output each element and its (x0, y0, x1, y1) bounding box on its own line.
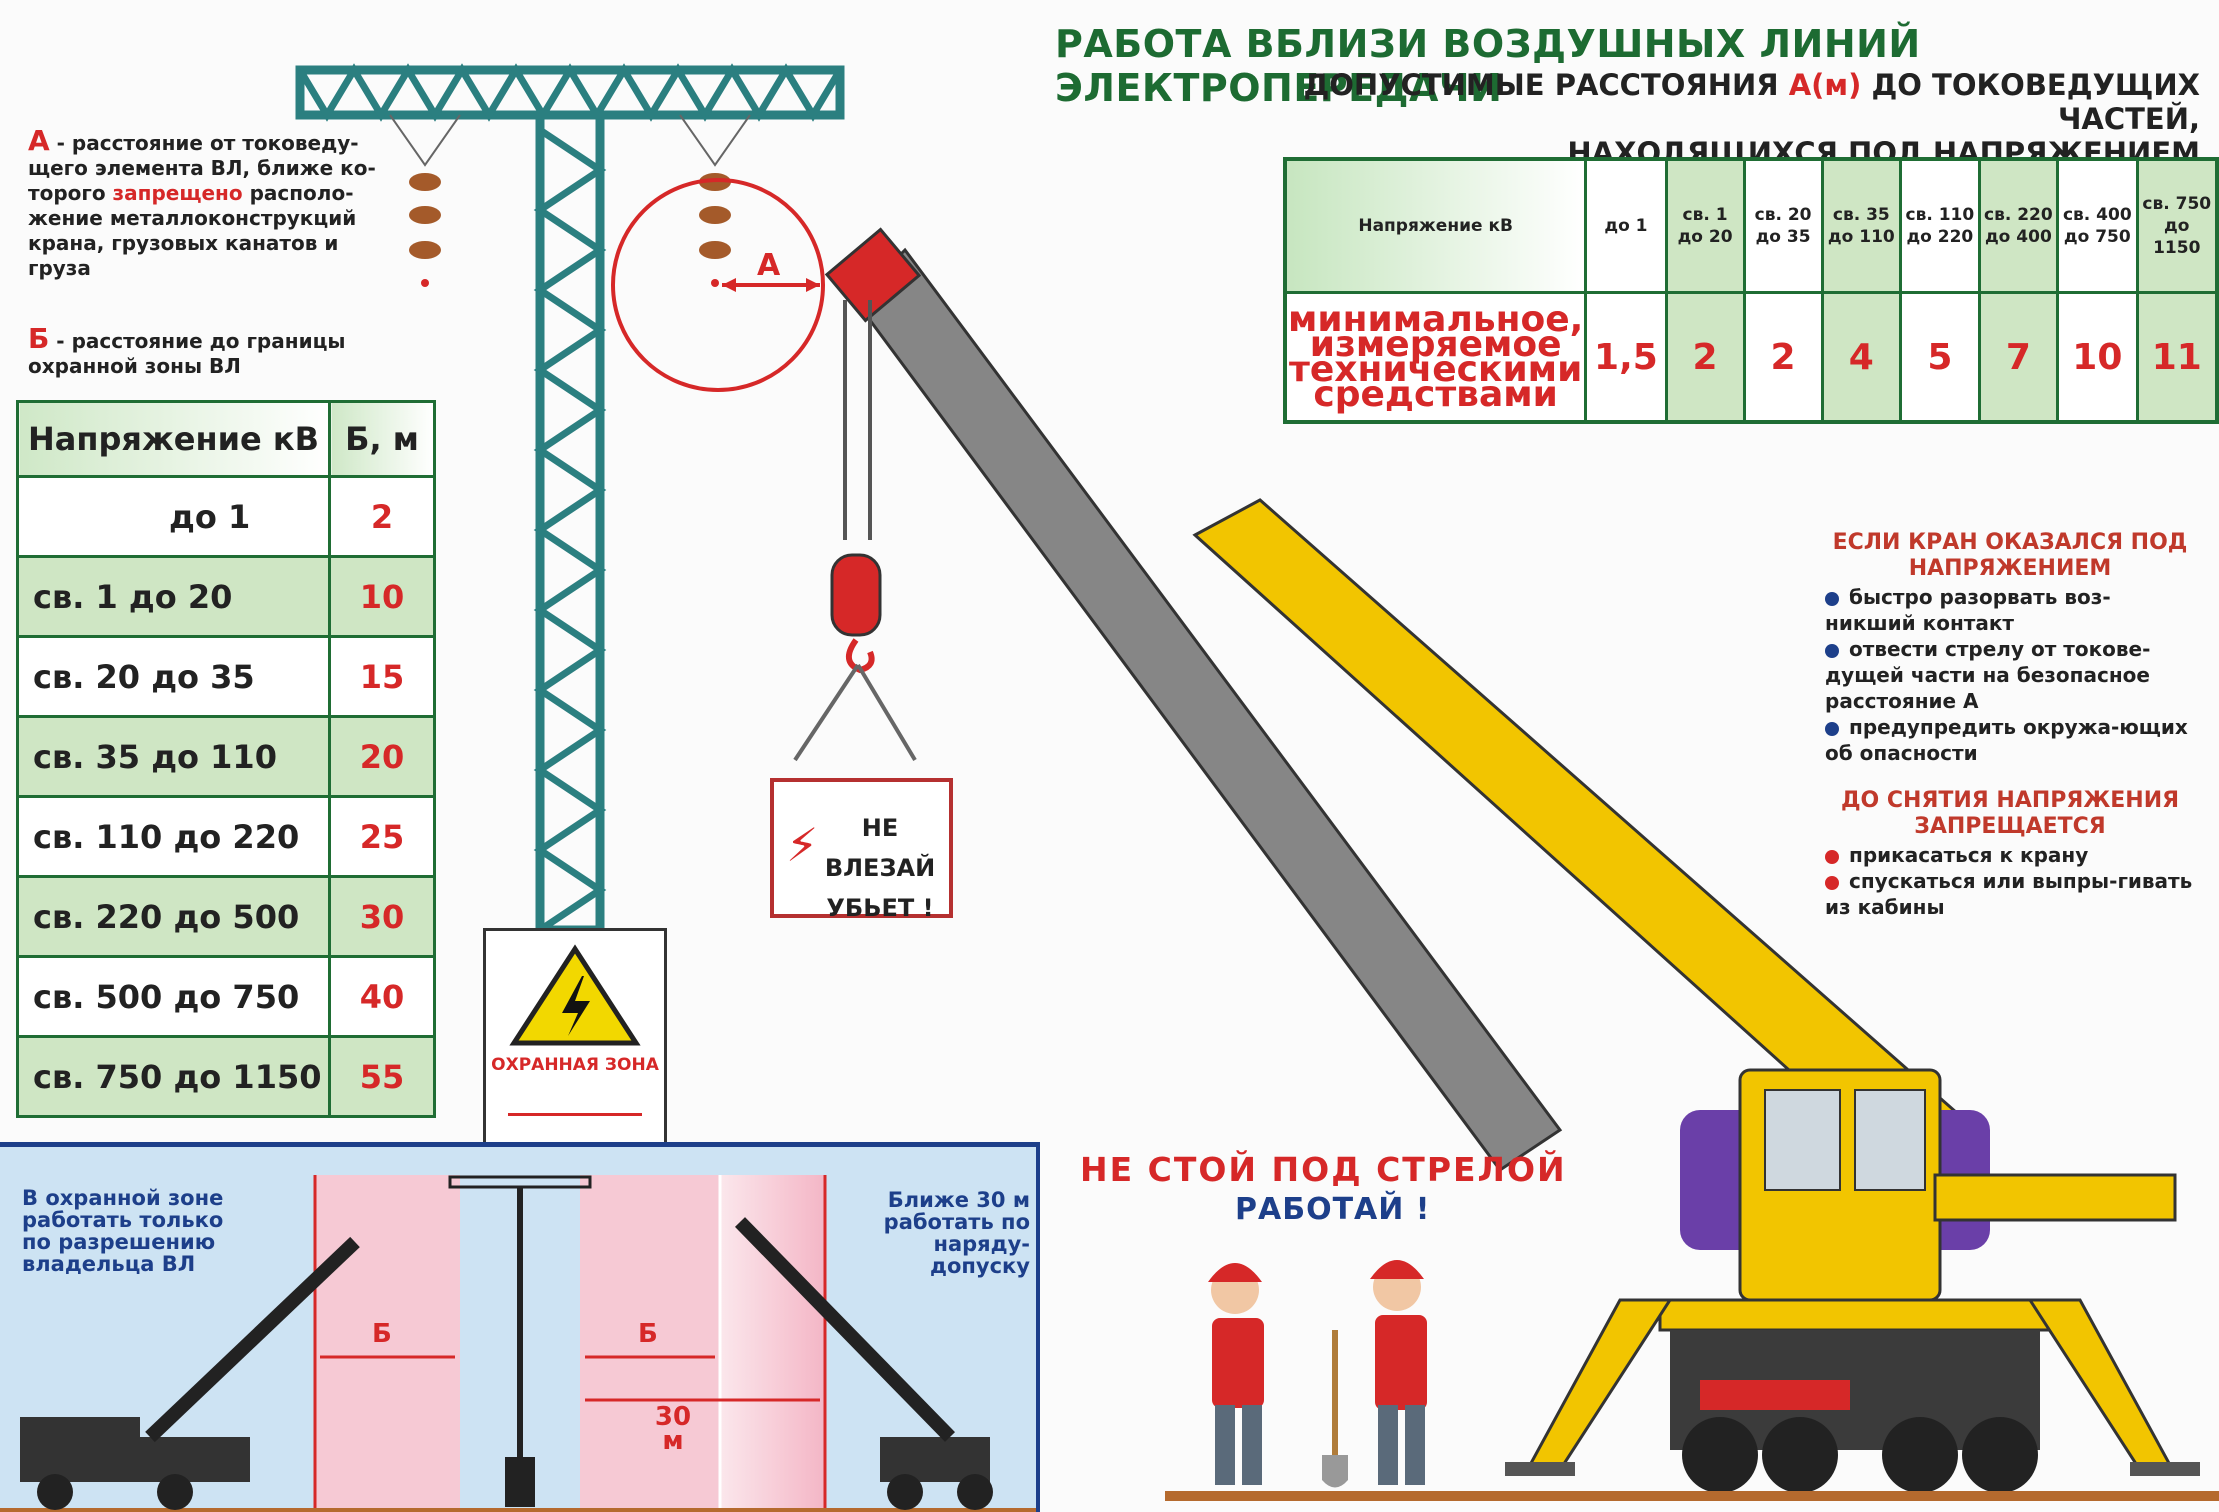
notes-heading-2: ДО СНЯТИЯ НАПРЯЖЕНИЯ ЗАПРЕЩАЕТСЯ (1840, 788, 2180, 839)
workers-illustration (1208, 1260, 1427, 1488)
bullet-icon (1825, 849, 1839, 864)
a-table-range: св. 110 до 220 (1899, 157, 1981, 294)
list-item: прикасаться к крану (1825, 842, 2195, 868)
panel-left-text: В охранной зоне работать только по разре… (22, 1186, 224, 1276)
definition-b: Б - расстояние до границы охранной зоны … (28, 325, 388, 379)
notes-heading-1: ЕСЛИ КРАН ОКАЗАЛСЯ ПОД НАПРЯЖЕНИЕМ (1832, 530, 2188, 581)
bullet-icon (1825, 721, 1839, 736)
pink-zone-right (720, 1175, 825, 1512)
definition-a-text1: - расстояние от токоведу-щего элемента В… (28, 131, 376, 205)
subtitle-pre: ДОПУСТИМЫЕ РАССТОЯНИЯ (1303, 68, 1789, 102)
a-table-value: 1,5 (1584, 291, 1668, 424)
zone-arrow (508, 1113, 642, 1116)
notes-list-2: прикасаться к крану спускаться или выпры… (1825, 842, 2195, 920)
zone-sign: ОХРАННАЯ ЗОНА (483, 928, 667, 1146)
b-table-header-voltage: Напряжение кВ (16, 400, 331, 478)
pink-zone-left (315, 1175, 460, 1512)
a-table-range: св. 35 до 110 (1820, 157, 1903, 294)
notes-list-1: быстро разорвать воз-никший контакт отве… (1825, 584, 2195, 766)
a-table-range: св. 220 до 400 (1977, 157, 2060, 294)
zone-diagram (0, 1175, 1036, 1512)
a-table-range: св. 750 до 1150 (2135, 157, 2219, 294)
definition-b-key: Б (28, 322, 50, 355)
poster-subtitle: ДОПУСТИМЫЕ РАССТОЯНИЯ А(м) ДО ТОКОВЕДУЩИ… (1180, 68, 2200, 170)
a-table-value: 10 (2056, 291, 2139, 424)
panel-b-label-left: Б (372, 1319, 392, 1349)
a-table-row-label: минимальное, измеряемое техническими сре… (1283, 291, 1588, 424)
a-distance-table: Напряжение кВ до 1 св. 1 до 20 св. 20 до… (1283, 157, 2219, 424)
a-table-value: 4 (1820, 291, 1903, 424)
pink-zone-center (580, 1175, 720, 1512)
subtitle-key: А(м) (1788, 68, 1862, 102)
distance-a-circle (611, 178, 825, 392)
list-item: предупредить окружа-ющих об опасности (1825, 715, 2188, 765)
panel-right-text: Ближе 30 м работать по наряду-допуску (883, 1188, 1030, 1278)
poster-title: РАБОТА ВБЛИЗИ ВОЗДУШНЫХ ЛИНИЙ ЭЛЕКТРОПЕР… (1055, 22, 1921, 110)
zone-label: ОХРАННАЯ ЗОНА (491, 1055, 659, 1075)
a-table-value: 2 (1664, 291, 1746, 424)
panel-distance-label: 30 м (654, 1402, 692, 1456)
panel-b-label-right: Б (638, 1319, 658, 1349)
a-table-value: 11 (2135, 291, 2219, 424)
list-item: быстро разорвать воз-никший контакт (1825, 585, 2111, 635)
danger-plate: ⚡ НЕ ВЛЕЗАЙ УБЬЕТ ! (770, 778, 953, 922)
a-table-range: св. 20 до 35 (1742, 157, 1824, 294)
a-table-value: 7 (1977, 291, 2060, 424)
crane (793, 227, 2200, 1493)
a-table-range: до 1 (1584, 157, 1668, 294)
bullet-icon (1825, 643, 1839, 658)
protection-zone-panel: В охранной зоне работать только по разре… (0, 1142, 1040, 1512)
a-table-value: 5 (1899, 291, 1981, 424)
list-item: отвести стрелу от токове-дущей части на … (1825, 637, 2151, 713)
definition-b-text: - расстояние до границы охранной зоны ВЛ (28, 329, 346, 378)
subtitle-post: ДО ТОКОВЕДУЩИХ ЧАСТЕЙ, (1861, 68, 2200, 136)
bullet-icon (1825, 875, 1839, 890)
list-item: спускаться или выпры-гивать из кабины (1825, 869, 2193, 919)
a-table-range: св. 400 до 750 (2056, 157, 2139, 294)
bullet-icon (1825, 591, 1839, 606)
definition-a-text2: располо-жение металлоконструкций крана, … (28, 181, 357, 280)
definition-a-forbidden: запрещено (112, 181, 243, 205)
definition-a: А - расстояние от токоведу-щего элемента… (28, 127, 388, 281)
a-table-header-voltage: Напряжение кВ (1283, 157, 1588, 294)
danger-label: НЕ ВЛЕЗАЙ УБЬЕТ ! (824, 814, 936, 922)
warning-line-2: РАБОТАЙ ! (1235, 1192, 1431, 1227)
b-table-header-value: Б, м (328, 400, 436, 478)
definition-a-key: А (28, 124, 50, 157)
lightning-icon: ⚡ (786, 818, 819, 872)
high-voltage-icon (509, 944, 641, 1046)
warning-line-1: НЕ СТОЙ ПОД СТРЕЛОЙ (1080, 1150, 1567, 1189)
a-table-range: св. 1 до 20 (1664, 157, 1746, 294)
marker-a: А (757, 248, 781, 283)
a-table-value: 2 (1742, 291, 1824, 424)
